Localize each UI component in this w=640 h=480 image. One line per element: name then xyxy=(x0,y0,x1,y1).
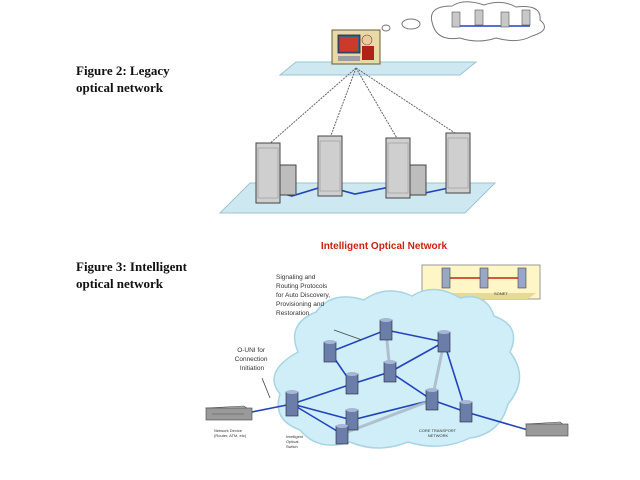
operator-workstation-icon xyxy=(331,29,381,65)
optical-switch-icon xyxy=(335,424,349,445)
signaling-note-line-3: for Auto Discovery, xyxy=(276,292,330,299)
legacy-switch-3 xyxy=(385,137,427,199)
ouni-note: O-UNI for Connection Initiation xyxy=(235,347,270,372)
optical-switch-icon xyxy=(383,360,397,383)
network-device-label: Network Device (Router, ATM, etc) xyxy=(214,428,247,438)
signaling-pointer xyxy=(333,329,363,341)
signaling-note: Signaling and Routing Protocols for Auto… xyxy=(276,274,332,317)
figure-3-caption-line-1: Figure 3: Intelligent xyxy=(76,259,187,274)
switch-label-line-2: Optical xyxy=(286,439,299,444)
core-network-label: CORE TRANSPORT NETWORK xyxy=(419,428,457,438)
ouni-note-line-1: O-UNI for xyxy=(237,347,266,354)
mini-server-icon xyxy=(500,11,510,28)
management-platform xyxy=(278,61,478,76)
network-device-label-line-2: (Router, ATM, etc) xyxy=(214,433,247,438)
optical-switches xyxy=(285,318,473,445)
core-network-label-line-2: NETWORK xyxy=(428,433,449,438)
signaling-note-line-5: Restoration xyxy=(276,310,310,317)
legacy-switch-4 xyxy=(445,132,471,194)
legacy-switch-2 xyxy=(317,135,343,197)
inset-switch-icon xyxy=(479,267,489,289)
optical-switch-icon xyxy=(459,400,473,423)
signaling-note-line-2: Routing Protocols xyxy=(276,283,328,290)
optical-switch-icon xyxy=(379,318,393,341)
switch-label-line-1: Intelligent xyxy=(286,434,304,439)
optical-switch-icon xyxy=(345,372,359,395)
access-link-right xyxy=(465,411,529,431)
switch-label-line-3: Switch xyxy=(286,444,298,449)
core-network-label-line-1: CORE TRANSPORT xyxy=(419,428,457,433)
inset-switch-icon xyxy=(441,267,451,289)
mini-server-icon xyxy=(451,11,461,28)
management-links xyxy=(267,67,459,146)
figure-2-caption-line-1: Figure 2: Legacy xyxy=(76,63,170,78)
switch-label: Intelligent Optical Switch xyxy=(286,434,304,449)
optical-switch-icon xyxy=(425,388,439,411)
figure-2-caption: Figure 2: Legacy optical network xyxy=(76,62,170,96)
network-device-left-icon xyxy=(205,405,253,421)
legacy-switch-1 xyxy=(255,142,297,204)
optical-switch-icon xyxy=(437,330,451,353)
mini-server-icon xyxy=(521,9,531,26)
inset-label-right: SONET xyxy=(494,291,508,296)
ouni-pointer xyxy=(261,377,271,399)
intelligent-network-title: Intelligent Optical Network xyxy=(321,241,448,252)
optical-switch-icon xyxy=(323,340,337,363)
figure-3-caption-line-2: optical network xyxy=(76,276,164,291)
optical-switch-icon xyxy=(285,390,299,417)
figure-2-caption-line-2: optical network xyxy=(76,80,164,95)
mini-server-icon xyxy=(474,9,484,26)
ouni-note-line-3: Initiation xyxy=(240,365,265,372)
optical-switch-icon xyxy=(345,408,359,431)
signaling-note-line-4: Provisioning and xyxy=(276,301,324,308)
inset-switch-icon xyxy=(517,267,527,289)
figure-3-caption: Figure 3: Intelligent optical network xyxy=(76,258,187,292)
access-link-left xyxy=(251,403,293,413)
network-device-right-icon xyxy=(525,421,569,437)
signaling-note-line-1: Signaling and xyxy=(276,274,316,281)
ouni-note-line-2: Connection xyxy=(235,356,268,363)
thought-bubble xyxy=(381,1,545,42)
network-device-label-line-1: Network Device xyxy=(214,428,243,433)
